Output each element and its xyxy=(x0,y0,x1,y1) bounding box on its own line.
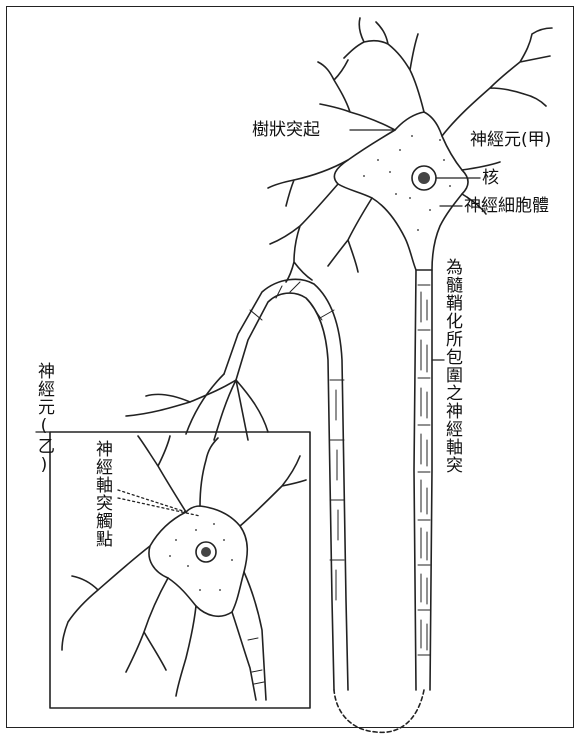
label-synapse: 神經軸突觸點 xyxy=(92,440,112,548)
neuron-a-cell-body xyxy=(334,112,468,270)
axon-return xyxy=(236,293,334,690)
label-neuron-a: 神經元(甲) xyxy=(470,130,551,150)
label-myelinated-axon: 為髓鞘化所包圍之神經軸突 xyxy=(442,258,462,474)
neuron-b-cell-body xyxy=(149,506,247,616)
label-nucleus: 核 xyxy=(482,168,499,188)
label-cell-body: 神經細胞體 xyxy=(464,196,549,216)
label-dendrite: 樹狀突起 xyxy=(252,120,320,140)
axon-dashed-loop xyxy=(334,690,424,732)
label-neuron-b: 神經元(乙) xyxy=(34,362,54,476)
neuron-a-dendrite xyxy=(344,18,424,112)
axon-sheath-right xyxy=(430,270,432,690)
axon-sheath-left xyxy=(414,270,416,690)
neuron-b-box xyxy=(50,432,310,708)
